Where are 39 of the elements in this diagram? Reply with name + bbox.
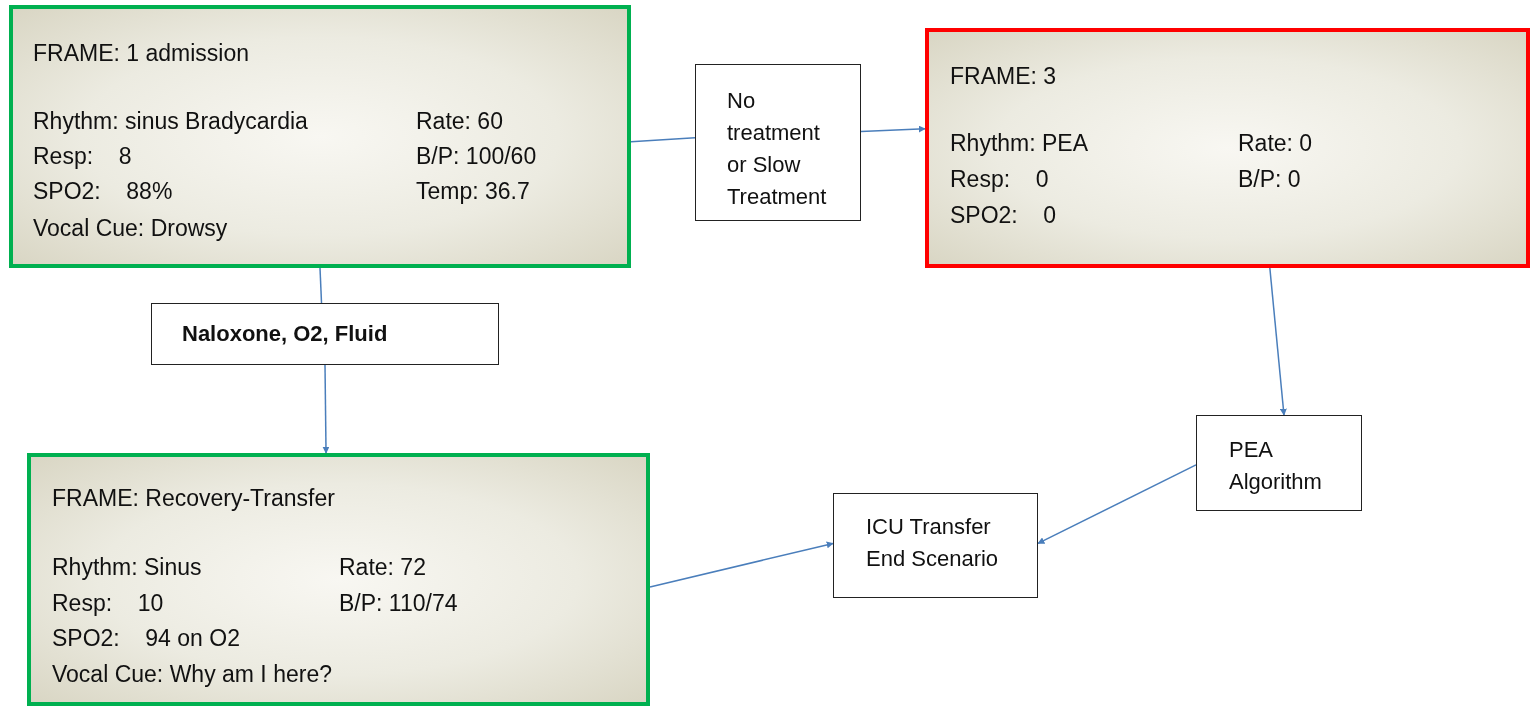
frame-card: [27, 453, 650, 706]
vital-sign-text: Rate: 0: [1238, 129, 1313, 157]
vital-sign-text: Resp: 8: [33, 142, 132, 170]
vital-sign-text: B/P: 110/74: [339, 589, 458, 617]
vital-sign-text: B/P: 0: [1238, 165, 1301, 193]
process-box: [833, 493, 1038, 598]
box-label: ICU Transfer End Scenario: [866, 513, 1000, 573]
box-label: No treatment or Slow Treatment: [727, 87, 828, 211]
vital-sign-text: Rhythm: sinus Bradycardia: [33, 107, 308, 135]
arrow: [322, 364, 330, 454]
arrow: [1037, 464, 1197, 545]
frame-title: FRAME: 3: [950, 62, 1057, 90]
connector-line: [630, 137, 696, 143]
vital-sign-text: SPO2: 88%: [33, 177, 173, 205]
arrow: [649, 541, 834, 588]
vital-sign-text: Rate: 60: [416, 107, 503, 135]
connector-line: [319, 267, 323, 304]
box-label: PEA Algorithm: [1229, 436, 1323, 496]
vital-sign-text: SPO2: 0: [950, 201, 1057, 229]
frame-card: [9, 5, 631, 268]
vital-sign-text: Resp: 0: [950, 165, 1049, 193]
vital-sign-text: Vocal Cue: Drowsy: [33, 214, 228, 242]
process-box: [151, 303, 499, 365]
process-box: [1196, 415, 1362, 511]
vital-sign-text: Resp: 10: [52, 589, 164, 617]
arrow: [1269, 267, 1287, 416]
vital-sign-text: Temp: 36.7: [416, 177, 530, 205]
vital-sign-text: Vocal Cue: Why am I here?: [52, 660, 332, 688]
arrow: [860, 125, 926, 133]
vital-sign-text: Rhythm: Sinus: [52, 553, 202, 581]
vital-sign-text: Rate: 72: [339, 553, 426, 581]
process-box: [695, 64, 861, 221]
box-label: Naloxone, O2, Fluid: [182, 320, 389, 348]
frame-card: [925, 28, 1530, 268]
vital-sign-text: Rhythm: PEA: [950, 129, 1089, 157]
vital-sign-text: B/P: 100/60: [416, 142, 537, 170]
vital-sign-text: SPO2: 94 on O2: [52, 624, 240, 652]
frame-title: FRAME: Recovery-Transfer: [52, 484, 335, 512]
frame-title: FRAME: 1 admission: [33, 39, 249, 67]
